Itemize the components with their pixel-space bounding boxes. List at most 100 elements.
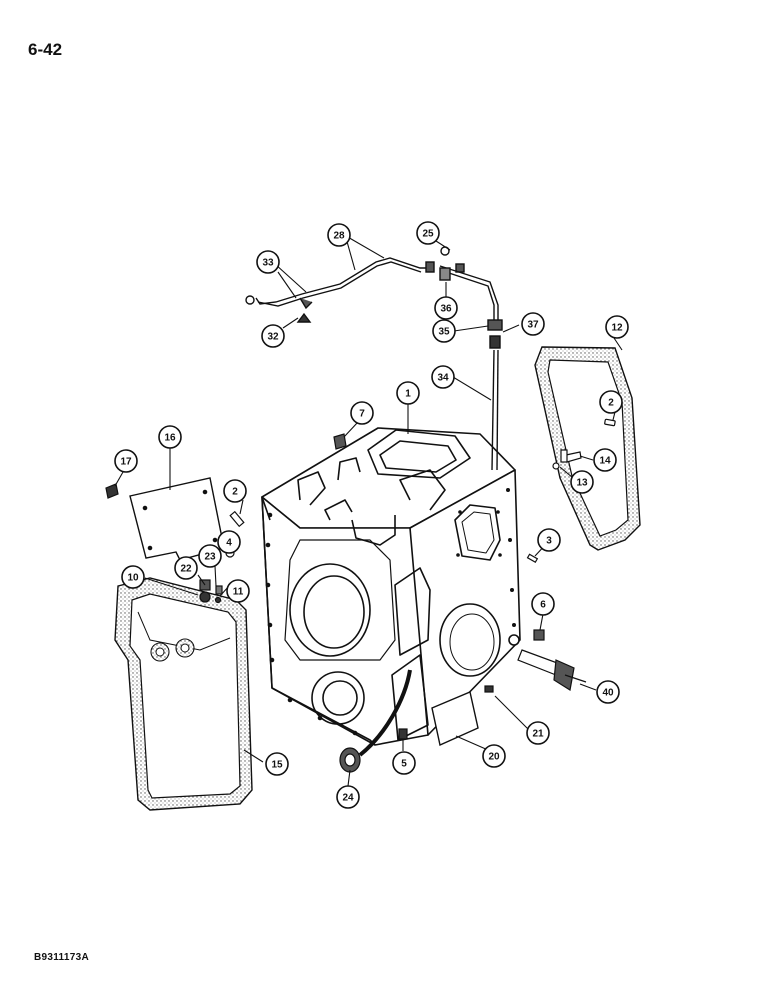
callout-circle	[432, 319, 456, 343]
page-number: 6-42	[28, 40, 63, 59]
callout-label: 17	[120, 457, 132, 468]
callout-c13: 13	[570, 470, 594, 494]
gasket-left	[114, 577, 253, 811]
callout-label: 15	[271, 760, 283, 771]
callout-label: 1	[405, 389, 411, 400]
callout-label: 33	[262, 258, 274, 269]
callout-label: 4	[226, 538, 232, 549]
callout-label: 10	[127, 573, 139, 584]
callout-c32: 32	[261, 324, 285, 348]
callout-c21: 21	[526, 721, 550, 745]
callout-label: 3	[546, 536, 552, 547]
callout-c40: 40	[596, 680, 620, 704]
callout-circle	[174, 556, 198, 580]
callout-c11: 11	[226, 579, 250, 603]
callout-label: 23	[204, 552, 216, 563]
cover-plate-16	[129, 477, 225, 561]
callout-label: 24	[342, 793, 354, 804]
callout-label: 21	[532, 729, 544, 740]
callout-c10: 10	[121, 565, 145, 589]
callout-c25: 25	[416, 221, 440, 245]
callout-circle	[336, 785, 360, 809]
callout-label: 5	[401, 759, 407, 770]
callout-c28: 28	[327, 223, 351, 247]
callout-group: 1223456710111213141516172021222324252832…	[114, 221, 629, 809]
callout-circle	[198, 544, 222, 568]
callout-c5: 5	[392, 751, 416, 775]
callout-label: 28	[333, 231, 345, 242]
callout-circle	[521, 312, 545, 336]
callout-label: 37	[527, 320, 539, 331]
callout-c22: 22	[174, 556, 198, 580]
cover-plate-20	[431, 691, 479, 746]
callout-circle	[350, 401, 374, 425]
callout-c24: 24	[336, 785, 360, 809]
callout-label: 25	[422, 229, 434, 240]
callout-label: 34	[437, 373, 449, 384]
gasket-right	[534, 346, 641, 551]
callout-c7: 7	[350, 401, 374, 425]
callout-label: 12	[611, 323, 623, 334]
callout-c33: 33	[256, 250, 280, 274]
callout-circle	[226, 579, 250, 603]
callout-label: 16	[164, 433, 176, 444]
callout-c17: 17	[114, 449, 138, 473]
callout-circle	[593, 448, 617, 472]
callout-label: 20	[488, 752, 500, 763]
callout-c2b: 2	[599, 390, 623, 414]
callout-circle	[256, 250, 280, 274]
callout-c34: 34	[431, 365, 455, 389]
callout-circle	[121, 565, 145, 589]
callout-circle	[570, 470, 594, 494]
callout-c16: 16	[158, 425, 182, 449]
callout-label: 40	[602, 688, 614, 699]
callout-label: 13	[576, 478, 588, 489]
callout-label: 2	[232, 487, 238, 498]
figure-code: B9311173A	[34, 952, 89, 963]
callout-label: 22	[180, 564, 192, 575]
callout-c14: 14	[593, 448, 617, 472]
callout-circle	[482, 744, 506, 768]
callout-circle	[223, 479, 247, 503]
callout-c6: 6	[531, 592, 555, 616]
callout-c23: 23	[198, 544, 222, 568]
callout-circle	[531, 592, 555, 616]
callout-circle	[114, 449, 138, 473]
callout-c12: 12	[605, 315, 629, 339]
callout-label: 2	[608, 398, 614, 409]
callout-circle	[537, 528, 561, 552]
callout-c1: 1	[396, 381, 420, 405]
oil-tubes	[245, 246, 503, 471]
callout-label: 36	[440, 304, 452, 315]
callout-circle	[416, 221, 440, 245]
callout-circle	[327, 223, 351, 247]
callout-circle	[526, 721, 550, 745]
leader-lines	[114, 235, 623, 787]
callout-c2a: 2	[223, 479, 247, 503]
callout-c37: 37	[521, 312, 545, 336]
callout-circle	[605, 315, 629, 339]
callout-circle	[434, 296, 458, 320]
callout-circle	[217, 530, 241, 554]
callout-label: 32	[267, 332, 279, 343]
callout-label: 6	[540, 600, 546, 611]
callout-circle	[265, 752, 289, 776]
callout-label: 7	[359, 409, 365, 420]
callout-label: 14	[599, 456, 611, 467]
callout-circle	[431, 365, 455, 389]
callout-circle	[396, 381, 420, 405]
callout-c36: 36	[434, 296, 458, 320]
callout-label: 35	[438, 327, 450, 338]
callout-circle	[392, 751, 416, 775]
callout-c35: 35	[432, 319, 456, 343]
callout-c20: 20	[482, 744, 506, 768]
callout-c15: 15	[265, 752, 289, 776]
callout-c4: 4	[217, 530, 241, 554]
callout-c3: 3	[537, 528, 561, 552]
callout-circle	[158, 425, 182, 449]
callout-label: 11	[233, 587, 244, 598]
transmission-housing	[261, 427, 521, 746]
callout-circle	[599, 390, 623, 414]
